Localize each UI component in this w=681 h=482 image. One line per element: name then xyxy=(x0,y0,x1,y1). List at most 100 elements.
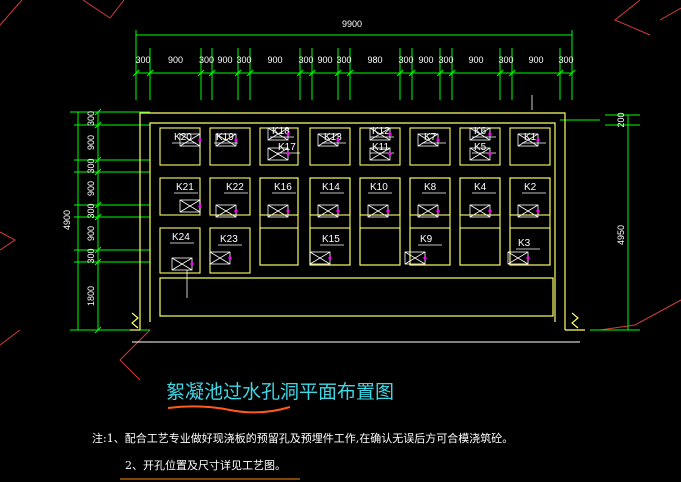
chamber-grid[interactable] xyxy=(159,127,551,274)
hole-label: K7 xyxy=(424,132,437,143)
hole-symbols[interactable]: K20K19K18K17K13K12K11K7K6K5K1K21K22K16K1… xyxy=(170,95,546,298)
hole-k13[interactable]: K13 xyxy=(317,132,346,147)
left-dim-3: 900 xyxy=(86,181,96,196)
hole-label: K15 xyxy=(322,234,340,245)
hole-label: K6 xyxy=(474,126,487,137)
hole-label: K22 xyxy=(226,182,244,193)
left-dim-0: 300 xyxy=(86,111,96,126)
hole-label: K3 xyxy=(518,238,531,249)
top-dim-15: 900 xyxy=(528,55,543,65)
overall-width-label: 9900 xyxy=(342,19,362,29)
hole-k19[interactable]: K19 xyxy=(214,132,238,147)
hole-k23[interactable]: K23 xyxy=(209,234,242,265)
left-overall-label: 4900 xyxy=(62,210,72,230)
chamber-k23[interactable] xyxy=(209,227,251,274)
hole-k11[interactable]: K11 xyxy=(369,142,394,161)
chamber-tall[interactable] xyxy=(409,177,451,266)
left-dimension-lines xyxy=(70,108,150,334)
right-small-label: 200 xyxy=(616,112,626,127)
top-dim-8: 300 xyxy=(336,55,351,65)
top-dimension-lines xyxy=(132,30,576,100)
hole-k12[interactable]: K12 xyxy=(369,126,394,141)
hole-k24[interactable]: K24 xyxy=(170,232,194,271)
hole-k5[interactable]: K5 xyxy=(469,142,496,161)
top-dim-1: 900 xyxy=(168,55,183,65)
chamber[interactable] xyxy=(209,177,251,216)
left-dim-4: 300 xyxy=(86,203,96,218)
hole-k20[interactable]: K20 xyxy=(172,132,202,147)
top-dim-2: 300 xyxy=(199,55,214,65)
hole-label: K9 xyxy=(420,234,433,245)
chamber[interactable] xyxy=(159,177,201,216)
top-dim-10: 300 xyxy=(398,55,413,65)
hole-k9[interactable]: K9 xyxy=(404,234,442,265)
hole-label: K8 xyxy=(424,182,437,193)
hole-label: K17 xyxy=(278,142,296,153)
left-dim-2: 300 xyxy=(86,158,96,173)
hole-label: K19 xyxy=(216,132,234,143)
right-overall-label: 4950 xyxy=(616,225,626,245)
chamber[interactable] xyxy=(159,127,201,166)
hole-k16[interactable]: K16 xyxy=(267,182,296,218)
background-arcs xyxy=(0,0,681,381)
hole-k18[interactable]: K18 xyxy=(267,126,294,141)
hole-label: K11 xyxy=(372,142,389,153)
hole-k15[interactable]: K15 xyxy=(309,234,344,265)
hole-label: K5 xyxy=(474,142,487,153)
title-underline xyxy=(167,405,291,414)
chamber-tall[interactable] xyxy=(459,177,501,266)
hole-k8[interactable]: K8 xyxy=(417,182,446,218)
chamber[interactable] xyxy=(459,227,501,266)
note-line-1: 注:1、配合工艺专业做好现浇板的预留孔及预埋件工作,在确认无误后方可合模浇筑砼。 xyxy=(92,431,513,445)
drawing-title: 絮凝池过水孔洞平面布置图 xyxy=(166,381,394,403)
top-dim-14: 300 xyxy=(498,55,513,65)
hole-label: K4 xyxy=(474,182,487,193)
left-dim-5: 900 xyxy=(86,226,96,241)
chamber[interactable] xyxy=(309,127,351,166)
hole-label: K21 xyxy=(176,182,194,193)
top-dim-16: 300 xyxy=(558,55,573,65)
hole-k4[interactable]: K4 xyxy=(469,182,496,218)
chamber[interactable] xyxy=(409,127,451,166)
hole-k2[interactable]: K2 xyxy=(517,182,546,218)
chamber-tall[interactable] xyxy=(509,177,551,266)
chamber-tall[interactable] xyxy=(259,177,299,266)
top-dim-4: 300 xyxy=(236,55,251,65)
chamber-tall[interactable] xyxy=(309,177,351,266)
hole-label: K23 xyxy=(220,234,238,245)
hole-label: K10 xyxy=(370,182,388,193)
hole-label: K20 xyxy=(174,132,192,143)
chamber[interactable] xyxy=(259,227,299,266)
hole-k21[interactable]: K21 xyxy=(174,182,202,213)
chamber-tall[interactable] xyxy=(359,177,401,266)
top-dim-5: 900 xyxy=(267,55,282,65)
hole-k17[interactable]: K17 xyxy=(267,142,300,161)
chamber[interactable] xyxy=(209,127,251,166)
top-dim-11: 900 xyxy=(418,55,433,65)
hole-label: K12 xyxy=(372,126,390,137)
hole-label: K1 xyxy=(524,132,537,143)
chamber[interactable] xyxy=(509,127,551,166)
hole-k3[interactable]: K3 xyxy=(507,238,540,265)
chamber-k24[interactable] xyxy=(159,227,201,274)
hole-k14[interactable]: K14 xyxy=(317,182,344,218)
note-line-2: 2、开孔位置及尺寸详见工艺图。 xyxy=(125,458,286,472)
hole-k1[interactable]: K1 xyxy=(517,132,546,147)
hole-k6[interactable]: K6 xyxy=(469,126,496,141)
top-dim-12: 300 xyxy=(438,55,453,65)
hole-label: K24 xyxy=(172,232,190,243)
hole-k10[interactable]: K10 xyxy=(367,182,392,218)
top-dim-7: 900 xyxy=(317,55,332,65)
left-dim-6: 300 xyxy=(86,248,96,263)
hole-label: K2 xyxy=(524,182,537,193)
hole-k7[interactable]: K7 xyxy=(417,132,446,147)
right-dimension-lines xyxy=(560,114,640,331)
hole-k22[interactable]: K22 xyxy=(215,182,248,218)
tank-outline[interactable] xyxy=(130,112,585,343)
chamber[interactable] xyxy=(359,227,401,266)
hole-label: K14 xyxy=(322,182,340,193)
left-dim-7: 1800 xyxy=(86,286,96,306)
